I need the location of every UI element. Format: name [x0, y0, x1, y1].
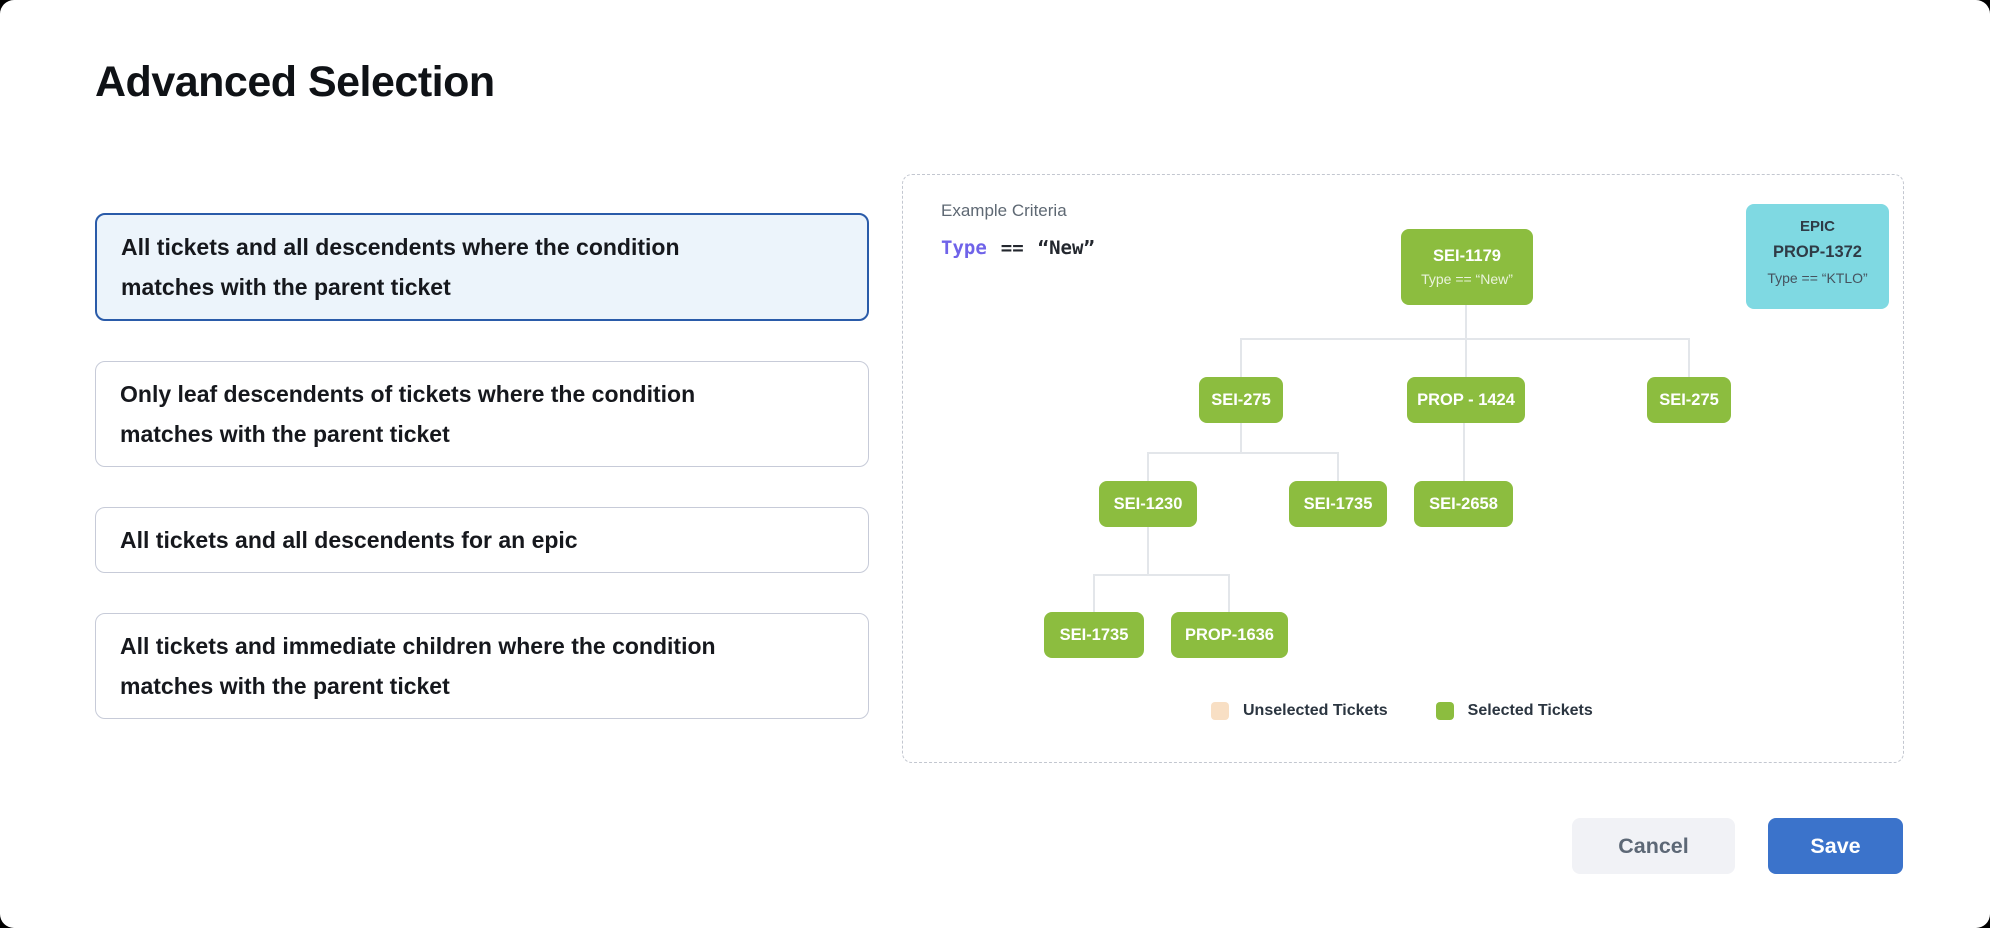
ticket-id: PROP-1636 [1185, 625, 1274, 644]
tree-connector [1147, 452, 1339, 454]
epic-card: EPIC PROP-1372 Type == “KTLO” [1746, 204, 1889, 309]
option-label: All tickets and immediate children where… [120, 633, 716, 699]
ticket-node: SEI-1230 [1099, 481, 1197, 527]
ticket-id: SEI-2658 [1429, 494, 1498, 513]
ticket-node: PROP - 1424 [1407, 377, 1525, 423]
tree-connector [1240, 339, 1242, 377]
epic-condition: Type == “KTLO” [1767, 270, 1868, 286]
selected-tickets-swatch [1435, 702, 1454, 720]
tree-connector [1147, 527, 1149, 575]
ticket-node-root: SEI-1179 Type == “New” [1401, 229, 1533, 305]
tree-connector [1240, 338, 1690, 340]
selection-options-list: All tickets and all descendents where th… [95, 213, 869, 719]
option-label: Only leaf descendents of tickets where t… [120, 381, 696, 447]
tree-connector [1093, 574, 1230, 576]
ticket-id: SEI-1735 [1059, 625, 1129, 644]
tree-connector [1465, 305, 1467, 377]
page-title: Advanced Selection [95, 58, 495, 106]
option-label: All tickets and all descendents for an e… [120, 527, 578, 553]
ticket-id: SEI-1179 [1433, 247, 1501, 265]
ticket-node: SEI-2658 [1414, 481, 1513, 527]
unselected-tickets-swatch [1211, 702, 1229, 720]
legend-item-selected: Selected Tickets [1435, 702, 1593, 720]
ticket-condition: Type == “New” [1421, 271, 1513, 287]
tree-connector [1688, 339, 1690, 377]
option-leaf-descendents-condition[interactable]: Only leaf descendents of tickets where t… [95, 361, 869, 467]
epic-kind-label: EPIC [1799, 218, 1835, 235]
legend: Unselected Tickets Selected Tickets [1211, 702, 1593, 720]
criteria-value: “New” [1037, 237, 1095, 259]
save-button[interactable]: Save [1768, 818, 1903, 874]
ticket-node: PROP-1636 [1171, 612, 1288, 658]
legend-item-unselected: Unselected Tickets [1211, 702, 1388, 720]
criteria-operator: == [1000, 237, 1024, 259]
tree-connector [1240, 423, 1242, 453]
ticket-node: SEI-275 [1199, 377, 1283, 423]
ticket-node: SEI-1735 [1044, 612, 1144, 658]
option-immediate-children-condition[interactable]: All tickets and immediate children where… [95, 613, 869, 719]
legend-label: Selected Tickets [1467, 702, 1593, 719]
cancel-button[interactable]: Cancel [1572, 818, 1735, 874]
option-all-descendents-epic[interactable]: All tickets and all descendents for an e… [95, 507, 869, 573]
tree-connector [1147, 453, 1149, 481]
legend-label: Unselected Tickets [1243, 702, 1388, 719]
ticket-id: SEI-275 [1211, 390, 1271, 409]
ticket-id: SEI-1230 [1113, 494, 1183, 513]
ticket-id: SEI-275 [1659, 390, 1719, 409]
tree-connector [1463, 423, 1465, 481]
tree-connector [1337, 453, 1339, 481]
example-panel: Example Criteria Type == “New” EPIC PROP-1… [902, 174, 1904, 763]
ticket-id: PROP - 1424 [1417, 390, 1515, 409]
option-all-descendents-condition[interactable]: All tickets and all descendents where th… [95, 213, 869, 321]
ticket-id: SEI-1735 [1303, 494, 1373, 513]
epic-ticket-id: PROP-1372 [1773, 243, 1862, 261]
option-label: All tickets and all descendents where th… [121, 234, 680, 300]
ticket-node: SEI-1735 [1289, 481, 1387, 527]
example-criteria-heading: Example Criteria [941, 201, 1067, 220]
tree-connector [1093, 575, 1095, 612]
criteria-field: Type [941, 237, 987, 259]
criteria-expression: Type == “New” [941, 237, 1109, 259]
tree-connector [1228, 575, 1230, 612]
ticket-node: SEI-275 [1647, 377, 1731, 423]
